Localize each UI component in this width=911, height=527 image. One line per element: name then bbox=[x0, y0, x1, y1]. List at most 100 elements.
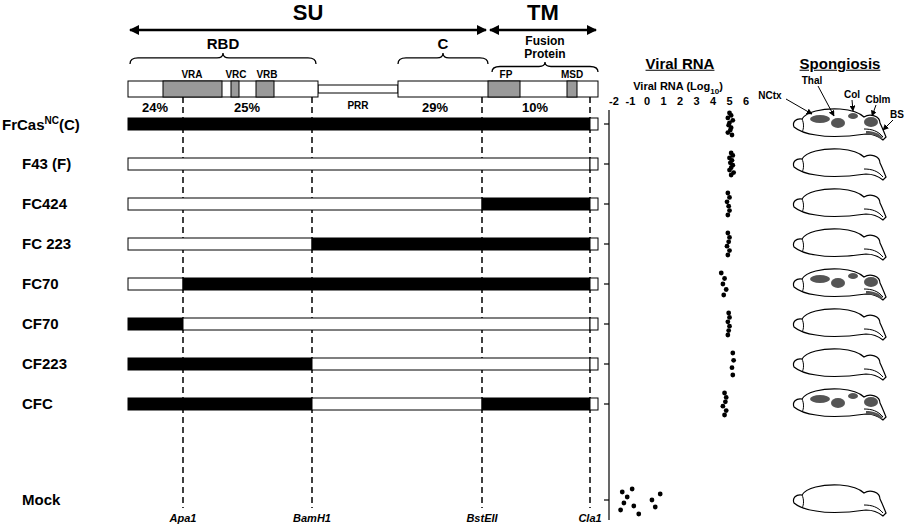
construct-superscript: NC bbox=[45, 115, 59, 126]
axis-tick bbox=[604, 499, 609, 500]
lesion-cerebellum bbox=[864, 277, 878, 287]
tick-label: 6 bbox=[743, 95, 749, 107]
bulb-line bbox=[802, 399, 804, 412]
lesion-cortex bbox=[810, 395, 830, 403]
bar-end bbox=[590, 238, 598, 250]
data-dot bbox=[726, 311, 731, 316]
brain-outline bbox=[793, 109, 886, 140]
bulb-line bbox=[802, 159, 804, 172]
bar-segment bbox=[128, 318, 183, 330]
construct-name: FC 223 bbox=[22, 236, 71, 253]
construct-name: CF223 bbox=[22, 356, 67, 373]
brain-outline bbox=[793, 485, 886, 516]
data-dot bbox=[618, 508, 623, 513]
bar-segment bbox=[482, 198, 590, 210]
bracket bbox=[398, 53, 488, 64]
brainstem-line bbox=[864, 249, 883, 257]
domain-label: PRR bbox=[347, 100, 368, 111]
axis-tick bbox=[604, 123, 609, 124]
construct-name: CF70 bbox=[22, 316, 59, 333]
data-dot bbox=[729, 173, 734, 178]
tick-label: -1 bbox=[626, 95, 636, 107]
bar-segment bbox=[312, 238, 590, 250]
data-dot bbox=[727, 195, 732, 200]
rbd-segment bbox=[128, 81, 318, 97]
data-dot bbox=[731, 358, 736, 363]
axis-line bbox=[608, 110, 609, 520]
data-dot bbox=[658, 492, 663, 497]
tick-label: 2 bbox=[677, 95, 683, 107]
axis-tick bbox=[604, 403, 609, 404]
region-pointer bbox=[852, 100, 853, 111]
domain-box bbox=[256, 81, 274, 97]
bar-end bbox=[590, 318, 598, 330]
panel-heading: Viral RNA bbox=[646, 56, 715, 73]
domain-label: FP bbox=[500, 69, 513, 80]
data-dot bbox=[725, 319, 730, 324]
domain-label: VRC bbox=[225, 69, 246, 80]
construct-bar bbox=[128, 278, 598, 290]
bar-segment bbox=[128, 198, 482, 210]
lesion-thalamus bbox=[831, 278, 845, 288]
bar-end bbox=[590, 398, 598, 410]
data-dot bbox=[724, 287, 729, 292]
construct-name: Mock bbox=[22, 492, 60, 509]
data-dot bbox=[725, 333, 730, 338]
bar-end bbox=[590, 198, 598, 210]
bulb-line bbox=[802, 119, 804, 132]
axis-tick bbox=[604, 203, 609, 204]
lesion-cortex bbox=[810, 115, 830, 123]
gene-map bbox=[128, 81, 598, 97]
axis-title: Viral RNA (Log bbox=[633, 80, 710, 92]
domain-title: Fusion Protein bbox=[514, 35, 576, 61]
brain-sagittal bbox=[793, 485, 886, 516]
data-dot bbox=[730, 373, 735, 378]
bulb-line bbox=[802, 279, 804, 292]
tick-label: 0 bbox=[644, 95, 650, 107]
bar-segment bbox=[128, 278, 183, 290]
tick-label: 4 bbox=[710, 95, 716, 107]
region-pointer bbox=[786, 99, 812, 114]
site-label: BstEII bbox=[466, 512, 497, 524]
data-dot bbox=[721, 282, 726, 287]
data-dot bbox=[727, 315, 732, 320]
bulb-line bbox=[802, 319, 804, 332]
data-dot bbox=[727, 235, 732, 240]
data-dot bbox=[725, 191, 730, 196]
construct-name: FrCas bbox=[2, 116, 45, 133]
bar-end bbox=[590, 118, 598, 130]
construct-bar bbox=[128, 118, 598, 130]
domain-box bbox=[488, 81, 520, 97]
percent-label: 24% bbox=[142, 101, 168, 115]
axis-tick bbox=[604, 163, 609, 164]
data-dot bbox=[730, 351, 735, 356]
brain-sagittal bbox=[793, 149, 886, 180]
percent-label: 10% bbox=[522, 101, 548, 115]
lesion-cortex bbox=[810, 275, 830, 283]
brainstem-line bbox=[864, 505, 883, 513]
domain-box bbox=[231, 81, 239, 97]
percent-label: 25% bbox=[234, 101, 260, 115]
data-dot bbox=[726, 239, 731, 244]
bar-end bbox=[590, 278, 598, 290]
axis-tick bbox=[604, 323, 609, 324]
bar-segment bbox=[128, 358, 312, 370]
data-dot bbox=[724, 395, 729, 400]
domain-box bbox=[163, 81, 222, 97]
data-dot bbox=[724, 408, 729, 413]
data-dot bbox=[620, 490, 625, 495]
domain-label: VRA bbox=[181, 69, 202, 80]
domain-title: C bbox=[438, 36, 449, 53]
data-dot bbox=[721, 293, 726, 298]
bar-segment bbox=[482, 398, 590, 410]
bulb-line bbox=[802, 359, 804, 372]
brainstem-line bbox=[864, 129, 883, 137]
bar-segment bbox=[312, 398, 482, 410]
bar-segment bbox=[128, 118, 590, 130]
region-label: NCtx bbox=[758, 90, 781, 101]
bulb-line bbox=[802, 199, 804, 212]
bar-segment bbox=[312, 358, 590, 370]
axis-tick bbox=[604, 243, 609, 244]
